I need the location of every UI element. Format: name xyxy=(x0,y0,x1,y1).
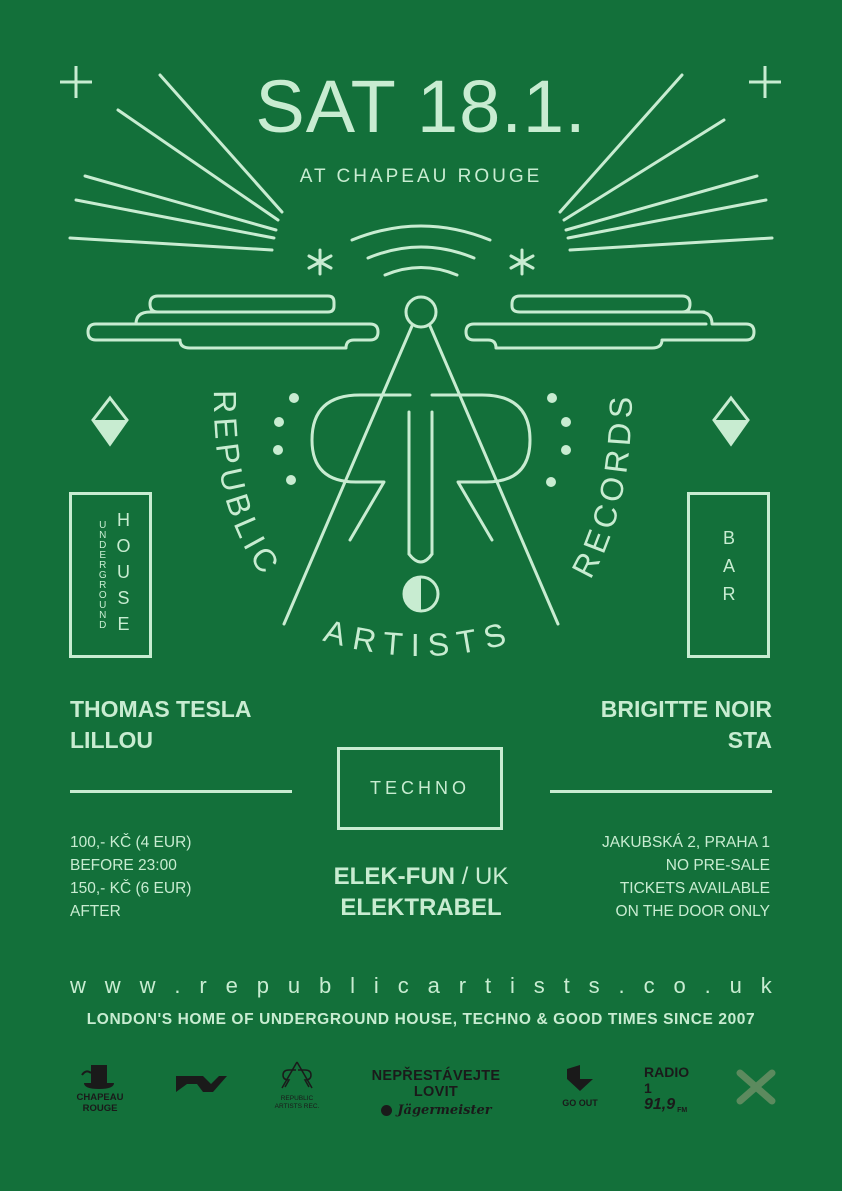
room-small-label: UNDERGROUND xyxy=(97,520,109,630)
price-line: 100,- KČ (4 EUR) xyxy=(70,834,192,851)
divider xyxy=(550,790,772,793)
dot-ornaments xyxy=(273,393,571,487)
ra-logo-icon xyxy=(281,1061,313,1089)
resident-advisor-icon xyxy=(176,1076,227,1092)
website-char: o xyxy=(673,973,686,998)
website-char: s xyxy=(533,973,545,998)
room-bar-label: BAR xyxy=(719,528,739,612)
goout-arrow-icon xyxy=(567,1065,593,1091)
website-char: u xyxy=(287,973,301,998)
x-cross-icon xyxy=(736,1069,776,1105)
website-char: . xyxy=(174,973,181,998)
website-char: b xyxy=(319,973,332,998)
website-char: . xyxy=(704,973,711,998)
cloud-icon xyxy=(464,294,756,350)
plus-icon xyxy=(60,66,92,98)
website-char: i xyxy=(509,973,515,998)
website-char: w xyxy=(104,973,121,998)
dj-name: BRIGITTE NOIR xyxy=(600,696,772,722)
asterisk-icon xyxy=(509,248,535,276)
second-act: ELEKTRABEL xyxy=(340,894,502,921)
room-techno: TECHNO xyxy=(337,747,503,830)
right-rays xyxy=(558,73,774,252)
cloud-icon xyxy=(86,294,380,350)
website-char: r xyxy=(458,973,467,998)
top-hat-icon xyxy=(81,1065,114,1089)
website-char: l xyxy=(350,973,356,998)
website-char: i xyxy=(373,973,379,998)
diamond-icon xyxy=(712,395,750,447)
divider xyxy=(70,790,292,793)
room-big-label: HOUSE xyxy=(113,510,134,640)
lovit-text: NEPŘESTÁVEJTE LOVIT xyxy=(371,1068,501,1100)
event-venue: AT CHAPEAU ROUGE xyxy=(299,166,543,187)
website-char: r xyxy=(199,973,207,998)
dj-name: THOMAS TESLA xyxy=(70,696,252,722)
address: JAKUBSKÁ 2, PRAHA 1 NO PRE-SALE TICKETS … xyxy=(602,831,770,923)
website-char: s xyxy=(588,973,600,998)
website-char: u xyxy=(729,973,742,998)
republic-artists-logo: REPUBLIC RECORDS ARTISTS xyxy=(68,73,774,663)
sponsor-goout: GO OUT xyxy=(555,1063,605,1108)
arc-text-records: RECORDS xyxy=(565,391,640,583)
website-char: . xyxy=(618,973,625,998)
event-date: SAT 18.1. xyxy=(255,65,587,148)
website-char: t xyxy=(563,973,570,998)
jager-text: Jägermeister xyxy=(397,1103,492,1118)
address-line: TICKETS AVAILABLE xyxy=(619,880,770,897)
sponsor-jagermeister: NEPŘESTÁVEJTE LOVIT Jägermeister xyxy=(350,1068,522,1118)
wifi-arcs-icon xyxy=(350,224,492,277)
address-line: NO PRE-SALE xyxy=(665,857,770,874)
room-underground-house: UNDERGROUND HOUSE xyxy=(69,492,152,658)
dj-name: STA xyxy=(727,727,772,753)
address-line: ON THE DOOR ONLY xyxy=(615,903,770,920)
website-char: c xyxy=(397,973,409,998)
website-char: t xyxy=(484,973,492,998)
room-techno-label: TECHNO xyxy=(370,778,470,798)
website-char: e xyxy=(225,973,238,998)
asterisk-icon xyxy=(307,248,333,276)
website-char: c xyxy=(643,973,655,998)
sponsor-republic-artists: REPUBLIC ARTISTS REC. xyxy=(272,1060,322,1120)
website-char: p xyxy=(256,973,269,998)
website-char: w xyxy=(70,973,86,998)
website-char: a xyxy=(427,973,440,998)
headliner-origin: / UK xyxy=(454,863,509,890)
sponsor-chapeau-rouge: CHAPEAU ROUGE xyxy=(64,1063,136,1114)
price-line: AFTER xyxy=(70,903,121,920)
half-moon-icon xyxy=(402,575,440,613)
price-line: 150,- KČ (6 EUR) xyxy=(70,880,192,897)
website-char: k xyxy=(760,973,772,998)
radio-freq: 91,9 xyxy=(644,1096,676,1113)
room-bar: BAR xyxy=(687,492,770,658)
tagline: LONDON'S HOME OF UNDERGROUND HOUSE, TECH… xyxy=(86,1011,756,1028)
website-char: w xyxy=(139,973,156,998)
prices: 100,- KČ (4 EUR) BEFORE 23:00 150,- KČ (… xyxy=(70,831,191,923)
radio-unit: FM xyxy=(677,1107,688,1114)
sponsor-radio1: RADIO 1 91,9 FM xyxy=(644,1064,694,1114)
headliner-name: ELEK-FUN xyxy=(333,863,455,890)
arc-text-artists: ARTISTS xyxy=(320,612,518,663)
diamond-icon xyxy=(91,395,129,447)
sponsor-label: REPUBLIC ARTISTS REC. xyxy=(274,1095,320,1110)
left-rays xyxy=(68,73,284,252)
sponsor-label: GO OUT xyxy=(562,1098,598,1108)
headliners: ELEK-FUN / UK ELEKTRABEL xyxy=(271,861,571,923)
deer-badge-icon xyxy=(381,1105,393,1116)
lineup-right: BRIGITTE NOIR STA xyxy=(601,694,772,756)
plus-icon xyxy=(749,66,781,98)
lineup-left: THOMAS TESLA LILLOU xyxy=(70,694,251,756)
sponsor-label: CHAPEAU ROUGE xyxy=(76,1092,124,1114)
price-line: BEFORE 23:00 xyxy=(70,857,177,874)
radio-name: RADIO 1 xyxy=(644,1064,690,1096)
dj-name: LILLOU xyxy=(70,727,154,753)
address-line: JAKUBSKÁ 2, PRAHA 1 xyxy=(602,834,770,851)
